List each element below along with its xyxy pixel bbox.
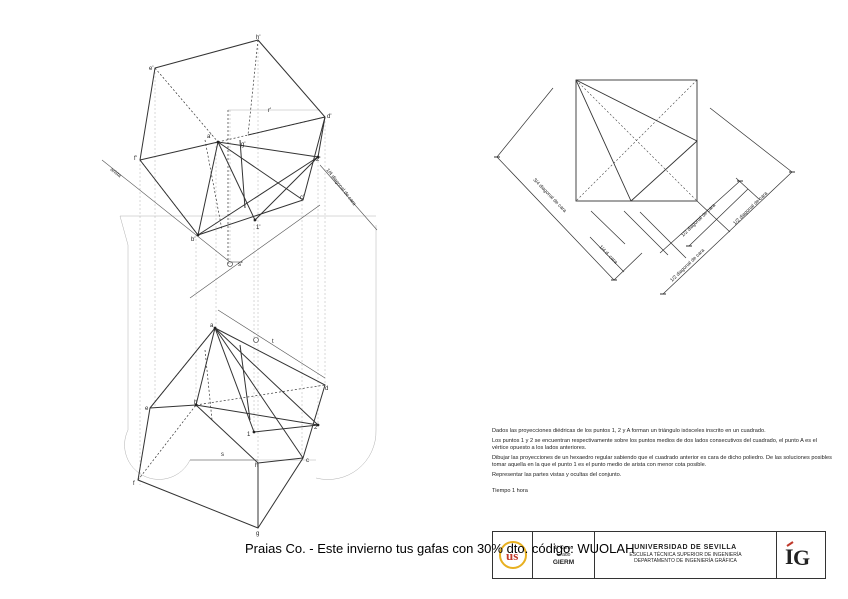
label-1: 1 bbox=[247, 432, 251, 438]
construction-lines bbox=[139, 40, 326, 485]
dimension-ticks bbox=[494, 156, 795, 295]
us-logo-cell: us bbox=[493, 532, 533, 578]
label-g: g bbox=[256, 531, 259, 537]
statement-p3: Dibujar las proyecciones de un hexaedro … bbox=[492, 455, 832, 468]
statement-p2: Los puntos 1 y 2 se encuentran respectiv… bbox=[492, 438, 817, 451]
svg-text:G: G bbox=[793, 545, 810, 570]
cube-elevation bbox=[139, 39, 326, 236]
label-a: a bbox=[210, 323, 214, 329]
cube-plan-hidden bbox=[137, 327, 326, 481]
label-half-diag-c: 1/2 diagonal de cara bbox=[732, 190, 769, 226]
label-b-prime: b' bbox=[191, 237, 195, 243]
label-h: h bbox=[255, 463, 258, 469]
label-1-prime: 1' bbox=[256, 225, 260, 231]
problem-statement: Dados las proyecciones diédricas de los … bbox=[492, 428, 832, 498]
dept-logo-cell: I G bbox=[777, 532, 825, 578]
label-arista: arista bbox=[109, 167, 123, 179]
cube-elevation-hidden bbox=[139, 39, 326, 265]
label-2: 2 bbox=[314, 425, 318, 431]
label-half-diag-a: 1/2 diagonal de cara bbox=[680, 202, 717, 238]
point-markers bbox=[194, 140, 320, 434]
cube-plan bbox=[137, 327, 326, 529]
label-c: c bbox=[306, 458, 309, 464]
degree-name: GIERM bbox=[552, 558, 575, 566]
course-label: 1º Curso bbox=[553, 544, 574, 551]
label-2-prime: 2' bbox=[316, 157, 320, 163]
dimension-lines bbox=[496, 87, 793, 295]
ad-banner-text[interactable]: Praias Co. - Este invierno tus gafas con… bbox=[245, 541, 635, 556]
label-c-prime: c' bbox=[300, 195, 304, 201]
school-name: ESCUELA TÉCNICA SUPERIOR DE INGENIERÍA bbox=[629, 551, 742, 558]
label-s: s bbox=[221, 452, 224, 458]
label-t: t bbox=[272, 339, 274, 345]
statement-time: Tiempo 1 hora bbox=[492, 488, 528, 494]
university-cell: UNIVERSIDAD DE SEVILLA ESCUELA TÉCNICA S… bbox=[595, 532, 777, 578]
statement-p1: Dados las proyecciones diédricas de los … bbox=[492, 428, 766, 434]
statement-p4: Representar las partes vistas y ocultas … bbox=[492, 472, 622, 478]
label-h-prime: h' bbox=[256, 35, 260, 41]
elevation-aux-lines bbox=[101, 159, 378, 299]
label-r-prime: r' bbox=[268, 108, 271, 114]
degree-label: Grado bbox=[556, 551, 571, 558]
square-diagonals bbox=[575, 79, 698, 202]
label-a-prime: a' bbox=[207, 134, 211, 140]
label-g-prime: g' bbox=[241, 142, 245, 148]
label-f: f bbox=[133, 481, 135, 487]
university-name: UNIVERSIDAD DE SEVILLA bbox=[634, 544, 737, 552]
plan-aux-lines bbox=[190, 309, 326, 461]
construction-arcs bbox=[119, 109, 377, 480]
eye-markers bbox=[227, 261, 259, 343]
label-e-prime: e' bbox=[149, 66, 153, 72]
square-construction bbox=[575, 79, 698, 202]
label-f-prime: f' bbox=[134, 156, 137, 162]
label-e: e bbox=[145, 406, 149, 412]
svg-text:I: I bbox=[785, 544, 794, 569]
label-half-diag-b: 1/2 diagonal de cara bbox=[669, 247, 706, 283]
svg-text:us: us bbox=[506, 548, 518, 563]
department-name: DEPARTAMENTO DE INGENIERÍA GRÁFICA bbox=[634, 558, 737, 565]
us-logo-icon: us bbox=[498, 541, 527, 569]
label-s-prime: s' bbox=[238, 262, 242, 268]
label-three-quarter-diag: 3/4 diagonal de cara bbox=[532, 177, 568, 214]
label-d-prime: d' bbox=[327, 114, 331, 120]
course-cell: 1º Curso Grado GIERM bbox=[533, 532, 595, 578]
label-quarter-face-diag: 1/4 diagonal de cara bbox=[324, 168, 357, 208]
label-b: b bbox=[194, 400, 198, 406]
label-quarter-d: 1/4 d. cara bbox=[598, 244, 619, 265]
label-d: d bbox=[325, 386, 328, 392]
title-block: us 1º Curso Grado GIERM UNIVERSIDAD DE S… bbox=[492, 531, 826, 579]
ig-logo-icon: I G bbox=[785, 541, 810, 570]
